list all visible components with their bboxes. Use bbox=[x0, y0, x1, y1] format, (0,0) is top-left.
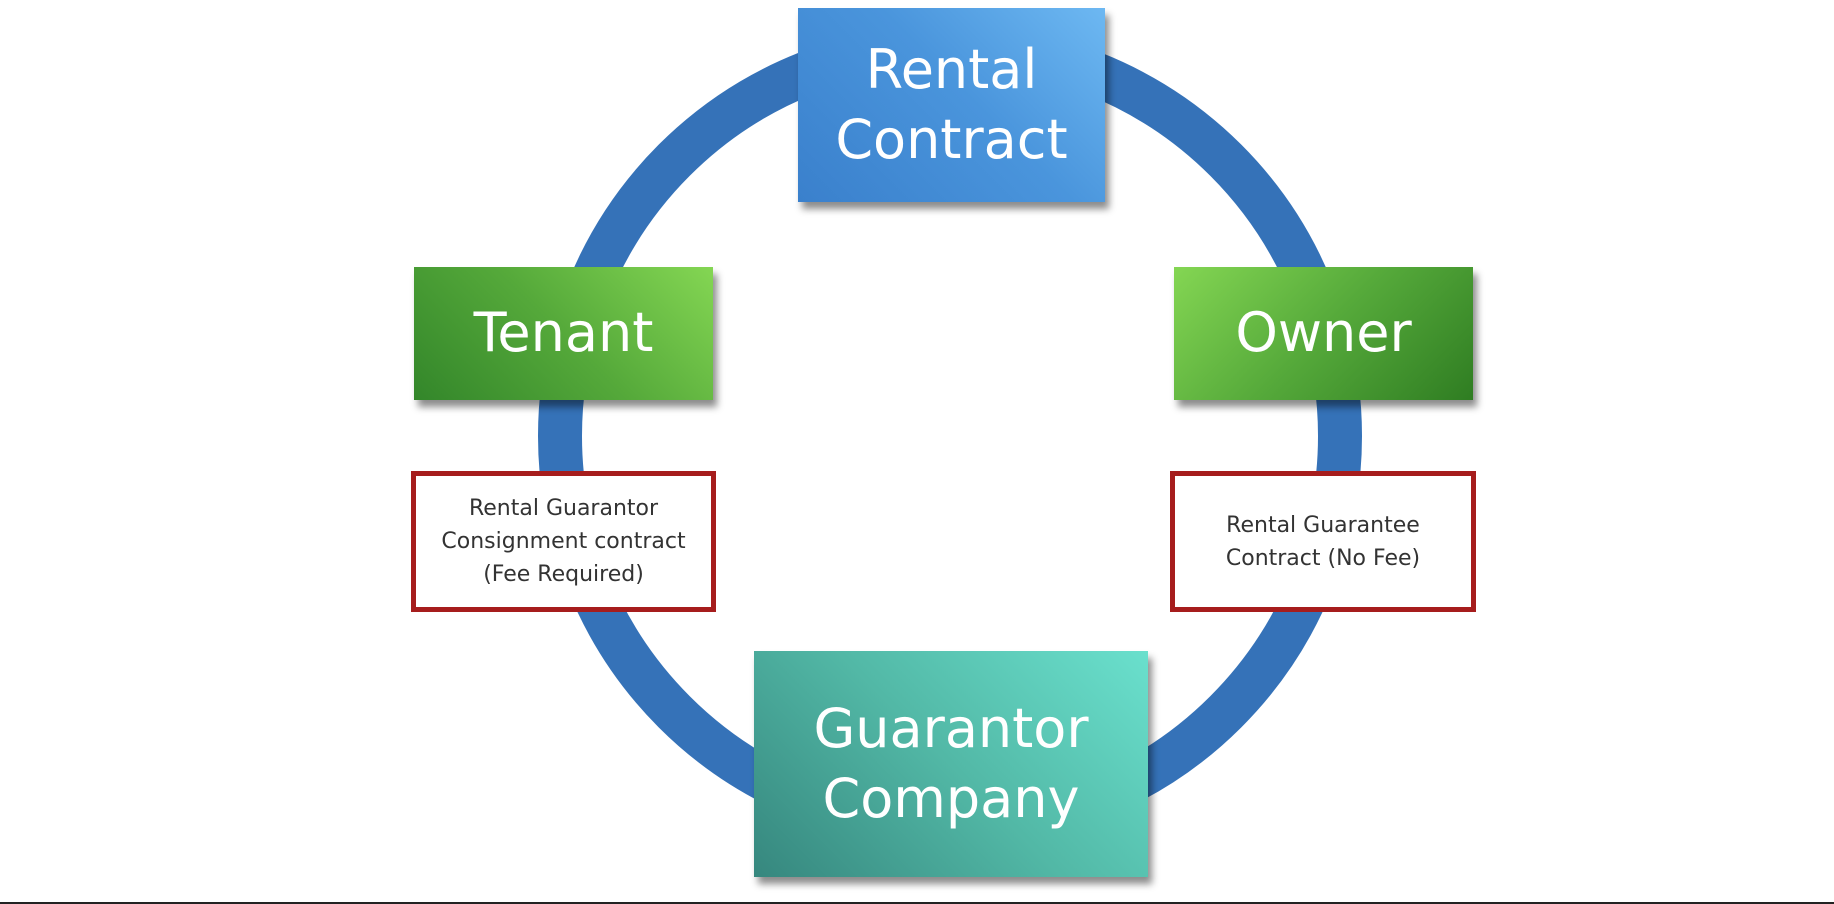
node-owner: Owner bbox=[1174, 267, 1473, 400]
node-tenant: Tenant bbox=[414, 267, 713, 400]
node-label-line: Company bbox=[822, 767, 1080, 830]
annotation-line: Rental Guarantee bbox=[1226, 512, 1420, 538]
annotation-line: (Fee Required) bbox=[483, 562, 644, 587]
annotation-line: Contract (No Fee) bbox=[1225, 545, 1421, 571]
annotation-guarantor-consignment-contract: Rental Guarantor Consignment contract (F… bbox=[411, 471, 716, 612]
bottom-border bbox=[0, 902, 1834, 904]
annotation-line: Consignment contract bbox=[441, 529, 686, 554]
node-label-line: Owner bbox=[1235, 301, 1412, 365]
node-label-line: Contract bbox=[835, 108, 1068, 171]
node-guarantor-company: Guarantor Company bbox=[754, 651, 1148, 877]
annotation-line: Rental Guarantor bbox=[468, 496, 659, 521]
node-label-line: Tenant bbox=[473, 301, 654, 365]
annotation-guarantee-contract: Rental Guarantee Contract (No Fee) bbox=[1170, 471, 1476, 612]
node-label-line: Rental bbox=[865, 37, 1038, 101]
node-rental-contract: Rental Contract bbox=[798, 8, 1105, 202]
node-label-line: Guarantor bbox=[813, 696, 1089, 760]
